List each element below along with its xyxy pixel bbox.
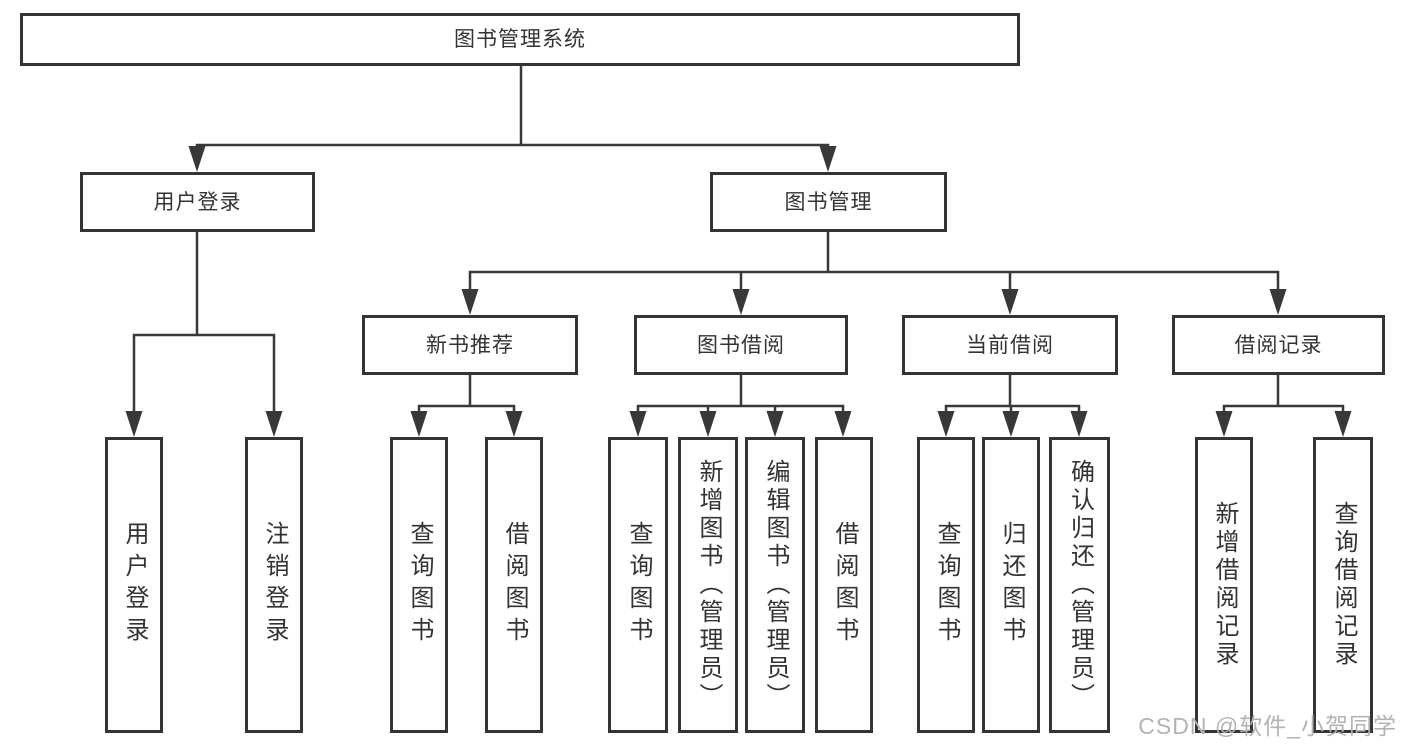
node-label: 借阅图书	[831, 521, 858, 649]
leaf-query-books-recommend: 查询图书	[390, 437, 448, 733]
leaf-edit-books-admin: 编辑图书（管理员）	[745, 437, 805, 733]
arrowhead	[937, 411, 955, 437]
connector-user-login-to-leaves	[132, 230, 276, 422]
arrowhead	[1215, 411, 1233, 437]
node-label: 查询图书	[933, 521, 960, 649]
node-user-login: 用户登录	[80, 172, 315, 232]
arrowhead	[732, 289, 750, 315]
node-label: 确认归还（管理员）	[1066, 459, 1094, 711]
node-label: 借阅记录	[1234, 333, 1323, 357]
connector-book-mgmt-to-level3	[468, 230, 1280, 300]
node-label: 新增图书（管理员）	[695, 459, 722, 711]
node-label: 借阅图书	[501, 521, 528, 649]
leaf-user-login: 用户登录	[105, 437, 163, 733]
leaf-add-borrow-record: 新增借阅记录	[1195, 437, 1253, 733]
arrowhead	[1002, 411, 1020, 437]
leaf-query-books-borrow: 查询图书	[608, 437, 668, 733]
leaf-logout: 注销登录	[245, 437, 303, 733]
arrowhead	[629, 411, 647, 437]
node-label: 查询图书	[625, 521, 652, 649]
leaf-add-books-admin: 新增图书（管理员）	[678, 437, 738, 733]
leaf-confirm-return-admin: 确认归还（管理员）	[1049, 437, 1110, 733]
arrowhead	[1001, 289, 1019, 315]
arrowhead	[834, 411, 852, 437]
connector-book-borrow-to-leaves	[636, 373, 845, 420]
node-root-library-system: 图书管理系统	[20, 13, 1020, 66]
arrowhead	[125, 411, 143, 437]
arrowhead	[1269, 289, 1287, 315]
node-label: 图书管理	[784, 190, 873, 214]
leaf-query-borrow-record: 查询借阅记录	[1313, 437, 1373, 733]
connector-borrow-records-to-leaves	[1222, 373, 1345, 420]
arrowhead	[461, 289, 479, 315]
arrowhead	[188, 146, 206, 172]
node-book-management: 图书管理	[710, 172, 947, 232]
arrowhead	[1070, 411, 1088, 437]
arrowhead	[699, 411, 717, 437]
connector-new-book-rec-to-leaves	[417, 373, 516, 420]
node-book-borrowing: 图书借阅	[634, 315, 848, 375]
node-label: 编辑图书（管理员）	[762, 459, 789, 711]
csdn-watermark: CSDN @软件_小贺同学	[1138, 713, 1397, 739]
arrowhead	[265, 411, 283, 437]
arrowhead	[1334, 411, 1352, 437]
node-borrow-records: 借阅记录	[1172, 315, 1385, 375]
node-label: 图书管理系统	[454, 28, 586, 51]
leaf-query-books-current: 查询图书	[917, 437, 975, 733]
node-new-book-recommend: 新书推荐	[362, 315, 578, 375]
node-current-borrowing: 当前借阅	[902, 315, 1118, 375]
arrowhead	[505, 411, 523, 437]
node-label: 新书推荐	[426, 333, 514, 357]
node-label: 图书借阅	[697, 333, 785, 357]
node-label: 当前借阅	[966, 333, 1054, 357]
node-label: 用户登录	[121, 521, 148, 649]
leaf-return-books: 归还图书	[982, 437, 1040, 733]
node-label: 查询借阅记录	[1330, 501, 1357, 669]
leaf-borrow-books-borrow: 借阅图书	[815, 437, 873, 733]
arrowhead	[819, 146, 837, 172]
node-label: 归还图书	[998, 521, 1025, 649]
node-label: 新增借阅记录	[1211, 501, 1238, 669]
connector-root-to-level2	[195, 64, 830, 160]
node-label: 注销登录	[261, 521, 288, 649]
leaf-borrow-books-recommend: 借阅图书	[485, 437, 543, 733]
node-label: 用户登录	[153, 190, 242, 214]
arrowhead	[766, 411, 784, 437]
node-label: 查询图书	[406, 521, 433, 649]
arrowhead	[410, 411, 428, 437]
